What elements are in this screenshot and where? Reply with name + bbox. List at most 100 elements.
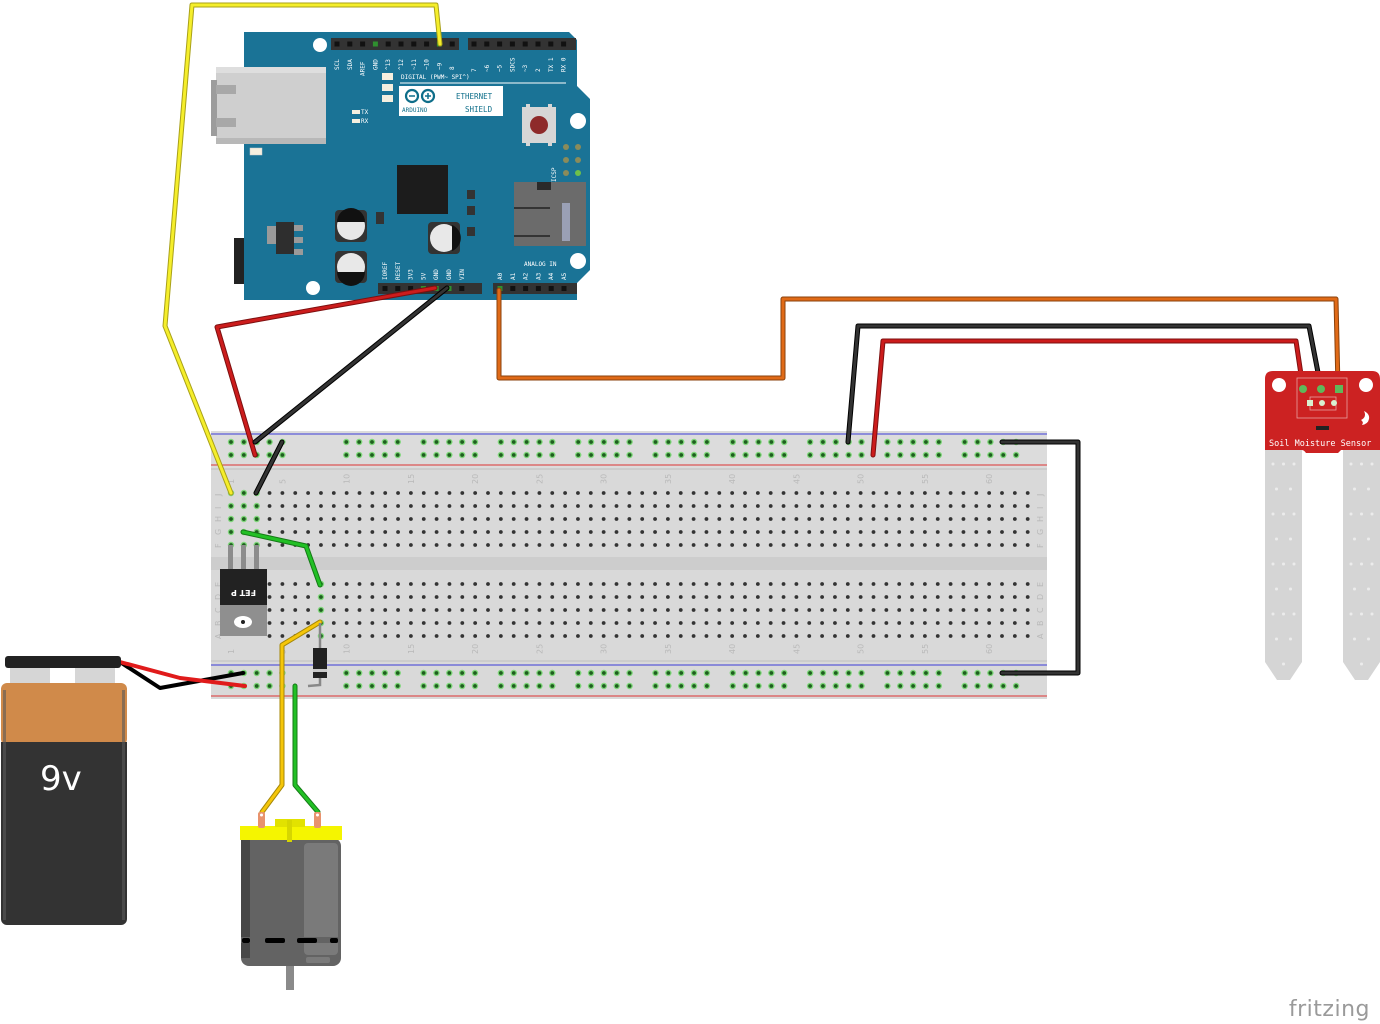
breadboard-hole[interactable] <box>395 671 400 675</box>
breadboard-hole[interactable] <box>370 440 374 444</box>
breadboard-hole[interactable] <box>730 453 735 457</box>
breadboard-hole[interactable] <box>434 621 439 625</box>
header-pin[interactable] <box>535 286 541 291</box>
breadboard-hole[interactable] <box>653 530 657 534</box>
breadboard-hole[interactable] <box>447 530 452 534</box>
breadboard-hole[interactable] <box>821 440 825 444</box>
breadboard-hole[interactable] <box>1012 504 1017 508</box>
breadboard-hole[interactable] <box>666 684 671 688</box>
header-pin[interactable] <box>548 286 554 291</box>
breadboard-hole[interactable] <box>653 504 657 508</box>
breadboard-hole[interactable] <box>911 440 915 444</box>
breadboard-hole[interactable] <box>627 504 632 508</box>
breadboard-hole[interactable] <box>730 621 735 625</box>
breadboard-hole[interactable] <box>936 440 941 444</box>
breadboard-hole[interactable] <box>923 530 927 534</box>
breadboard-hole[interactable] <box>409 634 413 638</box>
breadboard-hole[interactable] <box>653 453 658 457</box>
breadboard-hole[interactable] <box>524 671 529 675</box>
breadboard-hole[interactable] <box>602 453 606 457</box>
breadboard-hole[interactable] <box>820 634 824 638</box>
breadboard-hole[interactable] <box>961 491 966 495</box>
breadboard-hole[interactable] <box>550 608 555 612</box>
breadboard-hole[interactable] <box>421 595 426 599</box>
breadboard-hole[interactable] <box>768 621 773 625</box>
breadboard-hole[interactable] <box>357 595 362 599</box>
breadboard-hole[interactable] <box>782 453 787 457</box>
breadboard-hole[interactable] <box>486 491 490 495</box>
breadboard-hole[interactable] <box>550 543 555 547</box>
breadboard-hole[interactable] <box>486 504 490 508</box>
breadboard[interactable]: 1155101015152020252530303535404045455050… <box>211 431 1047 699</box>
breadboard-hole[interactable] <box>576 671 581 675</box>
breadboard-hole[interactable] <box>910 504 914 508</box>
breadboard-hole[interactable] <box>511 504 516 508</box>
header-pin[interactable] <box>424 41 430 47</box>
breadboard-hole[interactable] <box>498 582 503 586</box>
header-pin[interactable] <box>535 41 541 47</box>
breadboard-hole[interactable] <box>692 453 696 457</box>
breadboard-hole[interactable] <box>409 608 413 612</box>
breadboard-hole[interactable] <box>280 517 285 521</box>
breadboard-hole[interactable] <box>768 517 773 521</box>
breadboard-hole[interactable] <box>241 517 246 521</box>
breadboard-hole[interactable] <box>988 453 993 457</box>
breadboard-hole[interactable] <box>923 608 927 612</box>
breadboard-hole[interactable] <box>807 491 812 495</box>
breadboard-hole[interactable] <box>666 671 671 675</box>
breadboard-hole[interactable] <box>666 582 670 586</box>
breadboard-hole[interactable] <box>961 530 966 534</box>
breadboard-hole[interactable] <box>833 582 837 586</box>
breadboard-hole[interactable] <box>884 582 889 586</box>
breadboard-hole[interactable] <box>331 634 336 638</box>
breadboard-hole[interactable] <box>306 608 310 612</box>
header-pin[interactable] <box>382 286 388 291</box>
breadboard-hole[interactable] <box>781 530 786 534</box>
breadboard-hole[interactable] <box>858 491 863 495</box>
breadboard-hole[interactable] <box>743 621 747 625</box>
breadboard-hole[interactable] <box>948 517 953 521</box>
breadboard-hole[interactable] <box>974 491 979 495</box>
breadboard-hole[interactable] <box>704 621 709 625</box>
breadboard-hole[interactable] <box>666 453 671 457</box>
breadboard-hole[interactable] <box>473 543 478 547</box>
breadboard-hole[interactable] <box>833 543 837 547</box>
breadboard-hole[interactable] <box>871 504 876 508</box>
breadboard-hole[interactable] <box>511 671 516 675</box>
breadboard-hole[interactable] <box>704 504 709 508</box>
breadboard-hole[interactable] <box>768 530 773 534</box>
breadboard-hole[interactable] <box>653 671 658 675</box>
breadboard-hole[interactable] <box>833 608 837 612</box>
breadboard-hole[interactable] <box>768 504 773 508</box>
breadboard-hole[interactable] <box>319 543 323 547</box>
breadboard-hole[interactable] <box>987 595 992 599</box>
breadboard-hole[interactable] <box>653 684 658 688</box>
breadboard-hole[interactable] <box>781 608 786 612</box>
breadboard-hole[interactable] <box>344 621 349 625</box>
breadboard-hole[interactable] <box>845 608 850 612</box>
breadboard-hole[interactable] <box>691 608 696 612</box>
breadboard-hole[interactable] <box>871 491 876 495</box>
breadboard-hole[interactable] <box>447 608 452 612</box>
breadboard-hole[interactable] <box>511 530 516 534</box>
breadboard-hole[interactable] <box>948 504 953 508</box>
breadboard-hole[interactable] <box>396 504 400 508</box>
breadboard-hole[interactable] <box>473 504 478 508</box>
breadboard-hole[interactable] <box>409 543 413 547</box>
breadboard-hole[interactable] <box>434 491 439 495</box>
breadboard-hole[interactable] <box>370 543 375 547</box>
breadboard-hole[interactable] <box>948 634 953 638</box>
breadboard-hole[interactable] <box>845 491 850 495</box>
breadboard-hole[interactable] <box>550 684 555 688</box>
breadboard-hole[interactable] <box>331 582 336 586</box>
breadboard-hole[interactable] <box>820 582 824 586</box>
breadboard-hole[interactable] <box>962 684 967 688</box>
breadboard-hole[interactable] <box>935 517 940 521</box>
breadboard-hole[interactable] <box>383 530 388 534</box>
breadboard-hole[interactable] <box>640 595 645 599</box>
breadboard-hole[interactable] <box>858 530 863 534</box>
breadboard-hole[interactable] <box>885 671 890 675</box>
breadboard-hole[interactable] <box>666 634 670 638</box>
breadboard-hole[interactable] <box>588 621 593 625</box>
